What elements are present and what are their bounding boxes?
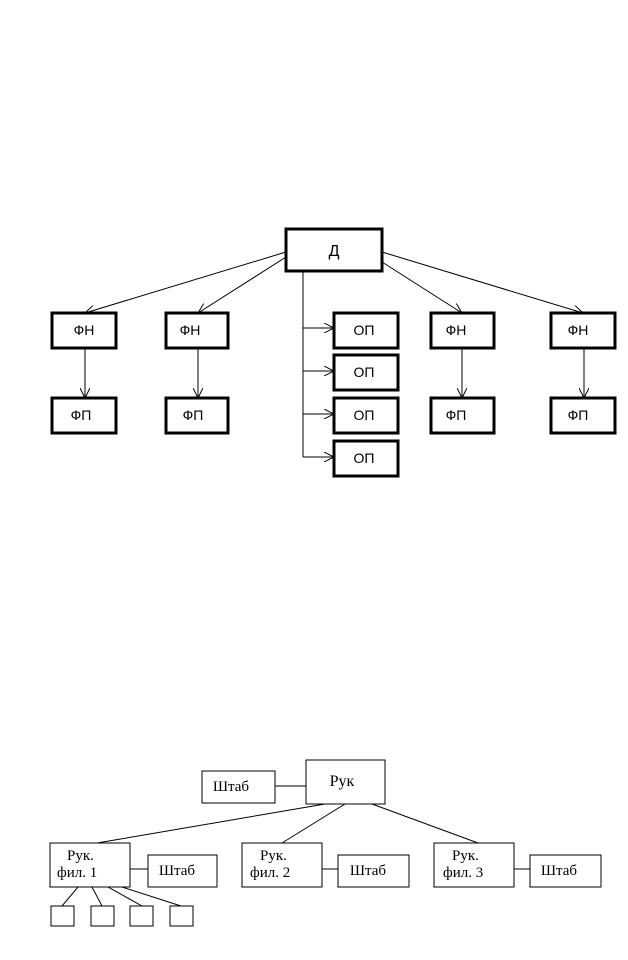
fn-box-2 — [164, 311, 230, 350]
op-box-3 — [332, 396, 400, 435]
branch-2-line1: Рук. — [260, 848, 287, 864]
head-staff-box — [201, 770, 276, 804]
op-box-4 — [332, 439, 400, 478]
branch-box-3 — [433, 842, 515, 888]
head-label: Рук — [330, 773, 355, 790]
branch-1-line2: фил. 1 — [57, 865, 97, 881]
connector-unit-1 — [61, 886, 79, 907]
branch-box-1 — [49, 842, 131, 888]
connector-d-fn4 — [381, 251, 583, 313]
branch-staff-box-1 — [147, 854, 218, 888]
op-box-2 — [332, 353, 400, 392]
fn-label-4: ФН — [568, 322, 589, 338]
connector-unit-3 — [107, 886, 143, 907]
fp-box-3 — [429, 396, 496, 435]
branch-staff-box-3 — [529, 854, 602, 888]
head-staff-label: Штаб — [213, 779, 250, 795]
op-label-1: ОП — [354, 322, 375, 338]
branch-2-line2: фил. 2 — [250, 865, 290, 881]
connector-d-fn3 — [381, 261, 462, 313]
head-box — [305, 759, 386, 805]
op-label-4: ОП — [354, 450, 375, 466]
fp-box-2 — [164, 396, 230, 435]
connector-head-branch1 — [96, 803, 326, 844]
bottom-diagram: Рук Штаб Рук. фил. 1 Штаб Рук. фил. 2 Шт… — [49, 759, 602, 927]
fn-label-2: ФН — [180, 322, 201, 338]
fp-box-1 — [50, 396, 118, 435]
fp-label-2: ФП — [183, 407, 204, 423]
connector-d-fn1 — [85, 251, 287, 313]
unit-box-4 — [169, 905, 194, 927]
branch-1-line1: Рук. — [67, 848, 94, 864]
unit-box-3 — [129, 905, 154, 927]
connector-unit-4 — [121, 886, 182, 907]
branch-box-2 — [241, 842, 323, 888]
branch-3-line2: фил. 3 — [443, 865, 483, 881]
fn-label-3: ФН — [446, 322, 467, 338]
top-diagram: Д ФН ФН ФН ФН ФП ФП ФП ФП ОП ОП ОП ОП — [50, 227, 617, 478]
director-label: Д — [329, 243, 340, 260]
fp-label-3: ФП — [446, 407, 467, 423]
branch-3-line1: Рук. — [452, 848, 479, 864]
director-box — [284, 227, 384, 273]
connector-head-branch3 — [371, 803, 479, 844]
branch-3-staff-label: Штаб — [541, 863, 578, 879]
branch-1-staff-label: Штаб — [159, 863, 196, 879]
connector-d-fn2 — [198, 256, 287, 313]
fp-label-1: ФП — [71, 407, 92, 423]
fn-box-4 — [549, 311, 617, 350]
op-label-3: ОП — [354, 407, 375, 423]
unit-box-1 — [50, 905, 75, 927]
fp-box-4 — [549, 396, 617, 435]
fp-label-4: ФП — [568, 407, 589, 423]
branch-staff-box-2 — [337, 854, 410, 888]
fn-box-3 — [429, 311, 496, 350]
connector-head-branch2 — [281, 803, 346, 844]
op-box-1 — [332, 311, 400, 350]
fn-box-1 — [50, 311, 118, 350]
branch-2-staff-label: Штаб — [350, 863, 387, 879]
unit-box-2 — [90, 905, 115, 927]
op-label-2: ОП — [354, 364, 375, 380]
connector-unit-2 — [91, 886, 103, 907]
fn-label-1: ФН — [74, 322, 95, 338]
